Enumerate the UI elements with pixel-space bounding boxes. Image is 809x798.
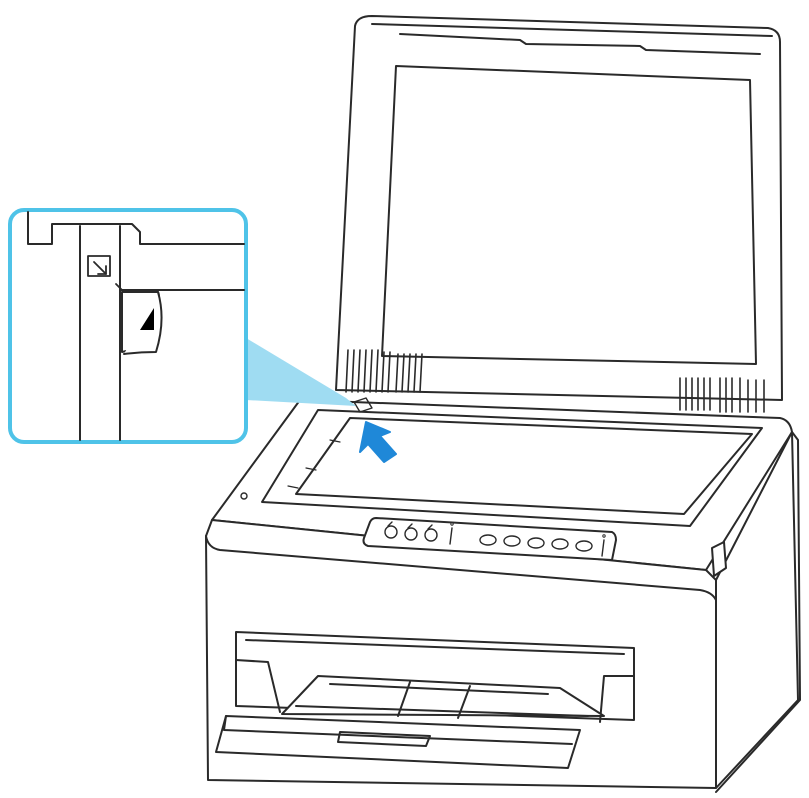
copy-icon — [424, 524, 438, 542]
callout-zoom — [8, 208, 356, 444]
triangle-mark-icon — [140, 308, 154, 330]
right-hinge — [679, 377, 765, 413]
left-hinge — [345, 349, 423, 393]
printer-body — [205, 397, 801, 793]
alignment-mark-icon — [87, 255, 111, 277]
copy-icon — [404, 523, 418, 541]
paper-output-area — [215, 631, 635, 769]
copy-icon — [384, 521, 398, 539]
callout-connector — [246, 338, 356, 406]
placement-arrow-icon — [359, 421, 397, 463]
document-cover — [335, 15, 783, 413]
control-panel — [362, 517, 617, 561]
document-corner — [121, 291, 163, 355]
